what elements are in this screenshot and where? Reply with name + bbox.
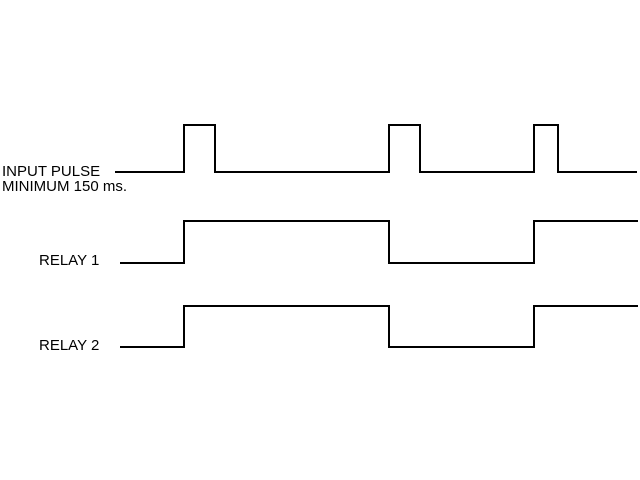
waveform-relay-1 — [120, 220, 638, 264]
input-pulse-label-line1: INPUT PULSE — [2, 163, 101, 180]
relay2-label: RELAY 2 — [39, 337, 100, 354]
input-pulse-label: INPUT PULSE MINIMUM 150 ms. — [2, 164, 127, 194]
input-pulse-label-line2: MINIMUM 150 ms. — [2, 178, 128, 195]
relay1-label: RELAY 1 — [39, 252, 100, 269]
waveform-relay-2 — [120, 305, 638, 348]
waveform-input-pulse — [115, 124, 637, 173]
